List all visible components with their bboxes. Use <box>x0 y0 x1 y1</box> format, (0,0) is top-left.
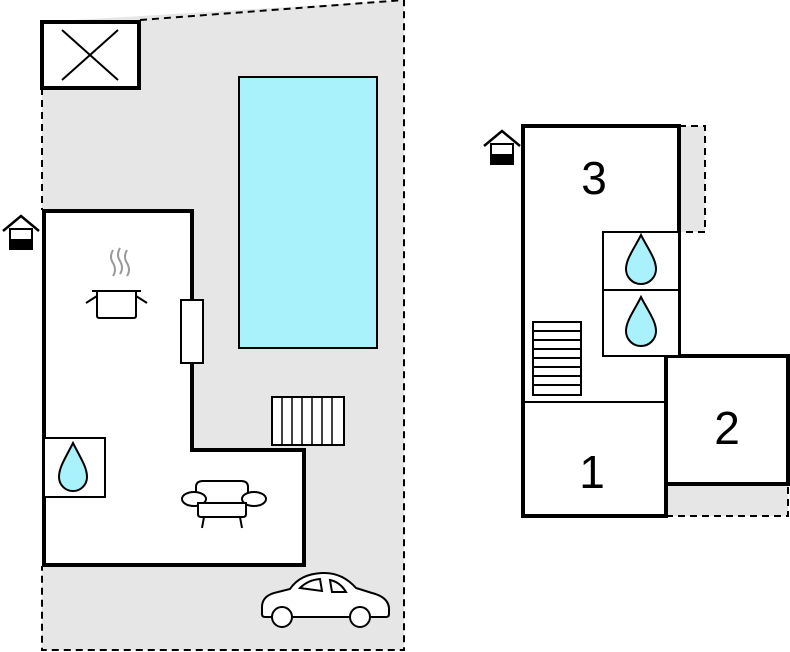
stairs-icon <box>532 321 582 396</box>
cooking-pot-icon <box>85 247 148 319</box>
room-label-1: 1 <box>579 446 605 498</box>
balcony-boundary <box>679 125 706 233</box>
shower-icon <box>43 437 106 498</box>
room-label-3: 3 <box>581 152 607 204</box>
sofa-icon <box>181 480 267 529</box>
heater-icon <box>271 396 345 446</box>
sunbed-icon <box>40 20 141 90</box>
balcony-area <box>679 126 705 232</box>
ground-floor <box>2 0 405 651</box>
entrance-icon <box>2 214 40 250</box>
room-label-2: 2 <box>714 402 740 454</box>
kitchen-counter-icon <box>180 299 204 364</box>
room-2-walls <box>664 354 790 486</box>
entrance-icon <box>483 129 521 165</box>
property-boundary <box>41 0 405 651</box>
shower-icon <box>602 231 680 291</box>
shower-icon <box>602 289 680 357</box>
car-icon <box>261 571 390 628</box>
upper-floor: 3 2 1 <box>483 124 790 518</box>
balcony-boundary <box>666 484 789 517</box>
pool <box>238 76 378 349</box>
balcony-area <box>666 484 788 516</box>
